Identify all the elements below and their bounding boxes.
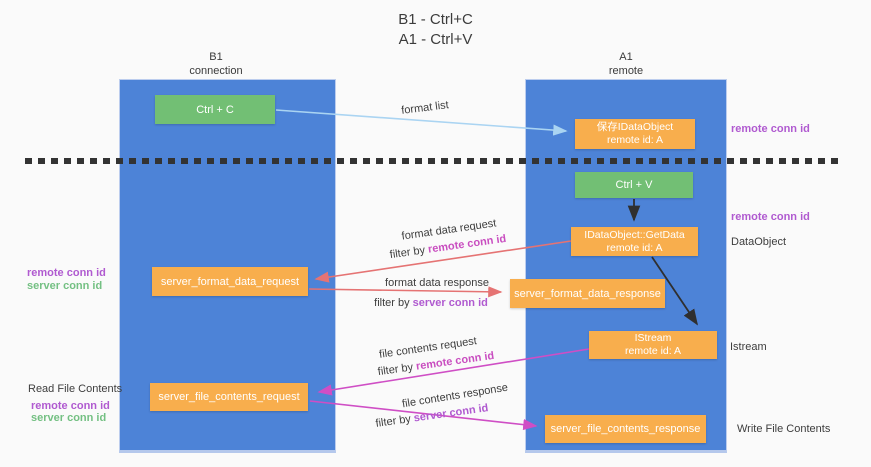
lifeline-a1-role: remote	[608, 65, 644, 77]
filter-by-text: filter by	[377, 360, 417, 379]
node-save-dataobject-line2: remote id: A	[606, 134, 664, 146]
node-idataobject-getdata: IDataObject::GetData remote id: A	[571, 227, 698, 256]
format-data-response-arrow	[308, 286, 503, 298]
node-istream-line1: IStream	[634, 332, 672, 344]
node-server-file-contents-response: server_file_contents_response	[545, 415, 706, 443]
left-label-remote-conn-id-2: remote conn id	[31, 400, 110, 412]
label-filter-by-server-1: filter by server conn id	[374, 297, 488, 309]
server-conn-id-text: server conn id	[412, 297, 488, 309]
node-server-file-contents-request: server_file_contents_request	[150, 383, 308, 411]
node-ctrl-v: Ctrl + V	[575, 172, 693, 198]
lifeline-header-b1: B1 connection	[146, 50, 286, 78]
node-server-file-contents-response-label: server_file_contents_response	[550, 423, 701, 435]
node-server-format-data-request: server_format_data_request	[152, 267, 308, 296]
right-label-remote-conn-id-mid: remote conn id	[731, 211, 810, 223]
node-ctrl-v-label: Ctrl + V	[615, 179, 653, 191]
right-label-istream: Istream	[730, 341, 767, 353]
lifeline-b1-role: connection	[189, 65, 243, 77]
node-ctrl-c: Ctrl + C	[155, 95, 275, 124]
node-server-format-data-response-label: server_format_data_response	[514, 287, 661, 300]
lifeline-header-a1: A1 remote	[556, 50, 696, 78]
node-server-format-data-response: server_format_data_response	[510, 279, 665, 308]
node-istream-line2: remote id: A	[624, 345, 682, 357]
node-save-dataobject-line1: 保存IDataObject	[596, 121, 674, 133]
filter-by-text: filter by	[374, 412, 415, 430]
node-server-file-contents-request-label: server_file_contents_request	[158, 391, 300, 403]
right-label-remote-conn-id-top: remote conn id	[731, 123, 810, 135]
title-line-1: B1 - Ctrl+C	[398, 11, 473, 28]
right-label-write-file-contents: Write File Contents	[737, 423, 831, 435]
label-format-list: format list	[400, 99, 450, 117]
right-label-dataobject: DataObject	[731, 236, 787, 248]
lifeline-b1-name: B1	[209, 51, 223, 63]
label-filter-by-server-2: filter by server conn id	[375, 402, 489, 430]
node-server-format-data-request-label: server_format_data_request	[160, 275, 300, 288]
diagram-title: B1 - Ctrl+C A1 - Ctrl+V	[0, 10, 871, 50]
node-istream: IStream remote id: A	[589, 331, 717, 359]
left-label-read-file-contents: Read File Contents	[28, 383, 123, 395]
node-ctrl-c-label: Ctrl + C	[196, 103, 234, 116]
title-line-2: A1 - Ctrl+V	[398, 31, 473, 48]
node-save-dataobject: 保存IDataObject remote id: A	[575, 119, 695, 149]
left-label-server-conn-id-1: server conn id	[27, 280, 103, 292]
filter-by-text: filter by	[374, 297, 413, 309]
left-label-remote-conn-id-1: remote conn id	[27, 267, 106, 279]
label-format-data-response: format data response	[385, 277, 489, 289]
node-getdata-line2: remote id: A	[606, 241, 663, 254]
phase-separator-dashed-line	[25, 158, 838, 164]
left-label-server-conn-id-2: server conn id	[31, 412, 107, 424]
lifeline-a1-name: A1	[619, 51, 633, 63]
filter-by-text: filter by	[389, 243, 429, 262]
node-getdata-line1: IDataObject::GetData	[584, 228, 685, 241]
